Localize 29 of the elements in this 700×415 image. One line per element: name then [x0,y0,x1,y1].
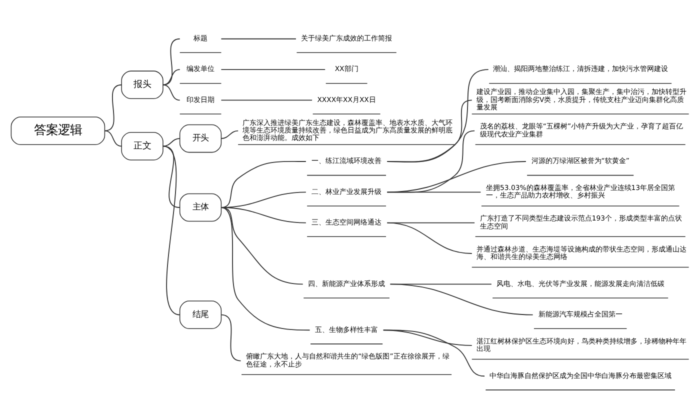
node-box: 结尾 [179,300,222,329]
node-box: 答案逻辑 [10,116,106,146]
node-box: 正文 [121,132,164,160]
connector [220,100,313,101]
connector [390,284,534,316]
connector [220,69,326,70]
connector [220,130,239,139]
connector [162,84,180,101]
node-box: 报头 [121,70,164,100]
connector [162,38,180,86]
connector [386,222,472,254]
connector [390,284,492,285]
connector [220,314,242,362]
connector [386,192,482,193]
connector [220,207,304,285]
connector [104,130,122,147]
connector [220,38,296,40]
connector [220,207,310,331]
connector [220,207,306,224]
connector [386,100,472,162]
connector [162,69,180,86]
node-box: 开头 [179,124,222,153]
connector [104,84,122,132]
connector [162,138,180,147]
connector [386,161,526,193]
connector [162,146,180,316]
connector [382,330,485,377]
connector [386,69,489,162]
node-box: 主体 [179,193,222,222]
